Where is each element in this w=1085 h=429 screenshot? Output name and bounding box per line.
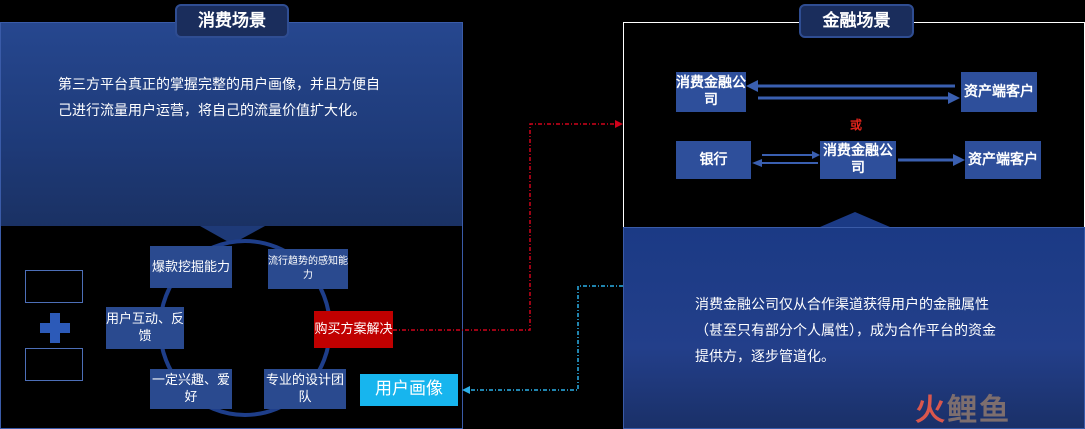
finance-description-panel [623,227,1085,429]
empty-box-top [25,270,83,303]
consumer-finance-company-row2: 消费金融公司 [820,141,896,179]
cyan-arrowhead [462,386,470,394]
consumer-desc-line-1: 第三方平台真正的掌握完整的用户画像，并且方便自 [58,77,380,93]
bank-node: 银行 [676,141,751,179]
consumer-finance-company-row1: 消费金融公司 [676,72,746,112]
asset-customer-row1: 资产端客户 [961,72,1037,112]
logo-part-1: 火 [915,393,947,428]
red-arrowhead [615,120,623,128]
finance-scene-description: 消费金融公司仅从合作渠道获得用户的金融属性 （甚至只有部分个人属性），成为合作平… [695,292,1065,370]
finance-desc-line-1: 消费金融公司仅从合作渠道获得用户的金融属性 [695,297,989,313]
finance-desc-line-2: （甚至只有部分个人属性），成为合作平台的资金 [695,323,996,339]
node-trend-perception: 流行趋势的感知能力 [268,249,348,289]
node-design-team: 专业的设计团队 [264,369,346,409]
user-portrait-label: 用户画像 [360,374,458,406]
panel-pointer-triangle [200,226,265,244]
watermark-logo: 火鲤鱼 [915,385,1011,429]
consumer-scene-panel [0,22,463,229]
node-interest-hobby: 一定兴趣、爱好 [150,369,232,409]
right-panel-pointer-triangle [820,212,890,227]
consumer-desc-line-2: 己进行流量用户运营，将自己的流量价值扩大化。 [58,103,366,119]
node-user-interaction: 用户互动、反馈 [106,307,184,349]
plus-icon [40,313,70,343]
red-dashed-connector [393,123,615,331]
finance-scene-title: 金融场景 [799,4,914,38]
consumer-scene-title: 消费场景 [175,4,289,38]
empty-box-bottom [25,348,83,381]
finance-desc-line-3: 提供方，逐步管道化。 [695,349,835,365]
logo-part-2: 鲤鱼 [947,393,1011,428]
cyan-dashed-connector [470,285,623,391]
asset-customer-row2: 资产端客户 [965,141,1041,179]
node-purchase-solution: 购买方案解决 [314,311,393,348]
node-explosive-mining: 爆款挖掘能力 [150,246,232,288]
or-label: 或 [850,118,863,132]
consumer-scene-description: 第三方平台真正的掌握完整的用户画像，并且方便自 己进行流量用户运营，将自己的流量… [58,72,438,124]
